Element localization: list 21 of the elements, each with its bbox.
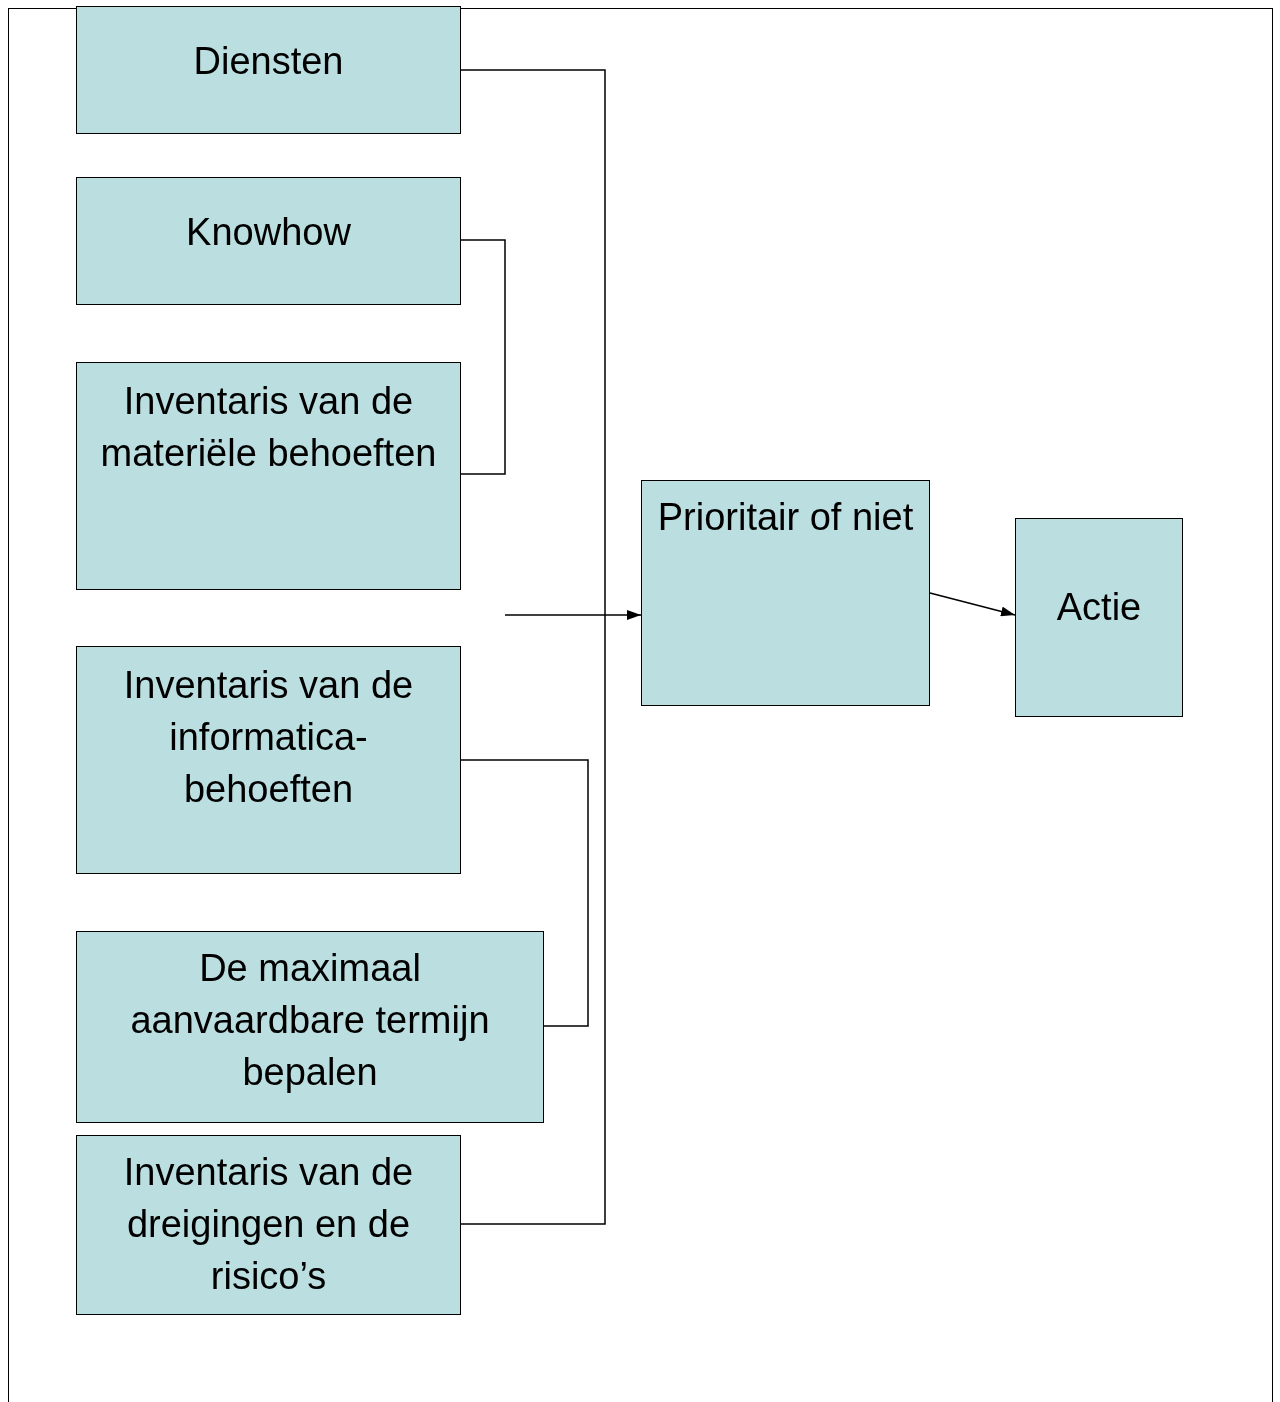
box-label: Actie (1056, 585, 1142, 630)
connector-line (460, 759, 589, 1027)
process-box (76, 646, 461, 874)
process-box (641, 480, 930, 706)
process-box (76, 931, 544, 1123)
connector-line (460, 239, 506, 475)
process-box (76, 1135, 461, 1315)
connector-line (460, 69, 606, 1225)
box-label: Knowhow (186, 210, 351, 255)
process-box (76, 6, 461, 134)
box-label: Prioritair of niet (657, 495, 914, 540)
box-label: Diensten (193, 39, 344, 84)
arrow (929, 592, 1016, 617)
box-label: Inventaris van de informatica- behoeften (122, 663, 415, 812)
arrow (504, 610, 642, 620)
box-label: Inventaris van de materiële behoeften (99, 379, 438, 476)
box-label: De maximaal aanvaardbare termijn bepalen (129, 946, 491, 1095)
box-label: Inventaris van de dreigingen en de risico’s (122, 1150, 415, 1299)
process-box (76, 362, 461, 590)
process-box (1015, 518, 1183, 717)
process-box (76, 177, 461, 305)
